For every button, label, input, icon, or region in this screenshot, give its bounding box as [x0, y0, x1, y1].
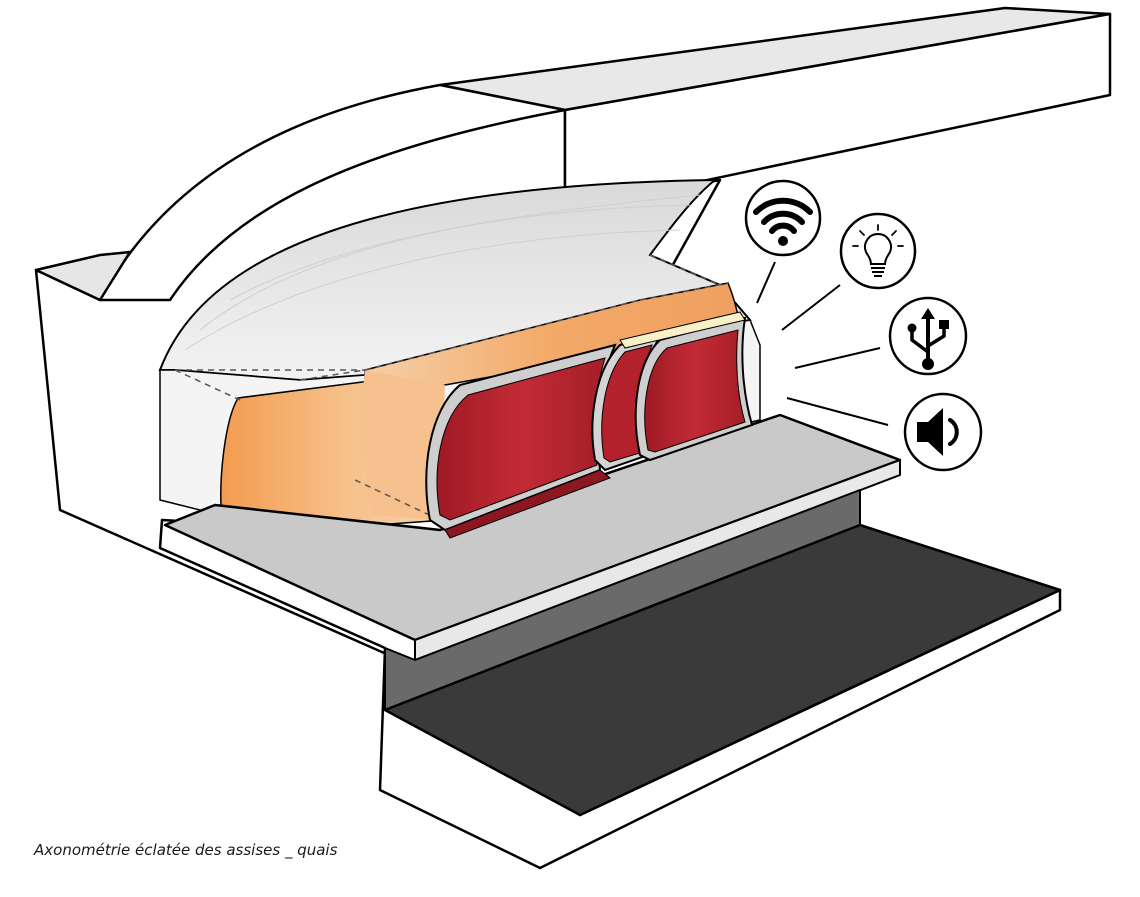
speaker-icon [903, 392, 983, 472]
seat-bench-3 [619, 311, 754, 462]
seat-top-strip [619, 311, 746, 349]
vault-panel-lines [184, 194, 701, 351]
platform-underside [384, 489, 861, 711]
platform-edge [414, 459, 901, 661]
lightbulb-icon [839, 212, 917, 290]
explode-guides [174, 254, 729, 521]
roof-left-face [98, 83, 567, 302]
figure-caption: Axonométrie éclatée des assises _ quais [34, 841, 338, 859]
roof-front [563, 12, 1112, 212]
wifi-icon [744, 179, 822, 257]
callout-lines [756, 261, 889, 426]
usb-icon [888, 296, 968, 376]
left-ledge [34, 250, 132, 302]
backlight-panel-center [362, 370, 445, 520]
track-bed [383, 523, 1062, 817]
seat-shell-3 [644, 329, 746, 453]
seat-cushion-1 [444, 469, 611, 539]
seat-bench-1 [425, 343, 617, 539]
